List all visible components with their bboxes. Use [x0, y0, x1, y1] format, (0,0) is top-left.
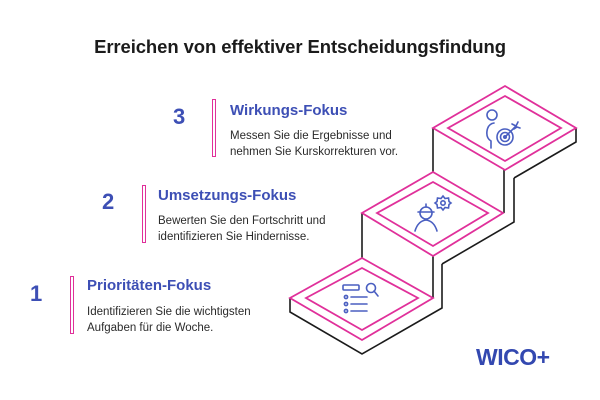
step-1-description-line-2: Aufgaben für die Woche. — [87, 322, 214, 334]
wico-logo: WICO+ — [476, 344, 550, 370]
step-1-number: 1 — [30, 281, 43, 306]
staircase-outline — [289, 128, 577, 355]
diagram-title: Erreichen von effektiver Entscheidungsfi… — [94, 36, 506, 57]
step-2-description-line-1: Bewerten Sie den Fortschritt und — [158, 215, 326, 227]
person-target-icon — [486, 109, 521, 149]
step-1-title: Prioritäten-Fokus — [87, 277, 212, 294]
list-search-icon — [342, 282, 379, 314]
step-3-title: Wirkungs-Fokus — [230, 102, 348, 119]
step-2-number: 2 — [102, 189, 115, 214]
step-2-description-line-2: identifizieren Sie Hindernisse. — [158, 231, 310, 243]
step-2-accent-bar — [142, 185, 146, 243]
step-1-platform — [288, 256, 435, 342]
worker-gear-icon — [414, 194, 453, 232]
step-3-accent-bar — [212, 99, 216, 157]
step-3-description-line-2: nehmen Sie Kurskorrekturen vor. — [230, 146, 399, 158]
step-2-title: Umsetzungs-Fokus — [158, 187, 297, 204]
step-3-description-line-1: Messen Sie die Ergebnisse und — [230, 130, 392, 142]
step-1-accent-bar — [70, 276, 74, 334]
step-1-description-line-1: Identifizieren Sie die wichtigsten — [87, 306, 251, 318]
step-3-platform — [431, 84, 578, 172]
step-3-number: 3 — [173, 104, 186, 129]
